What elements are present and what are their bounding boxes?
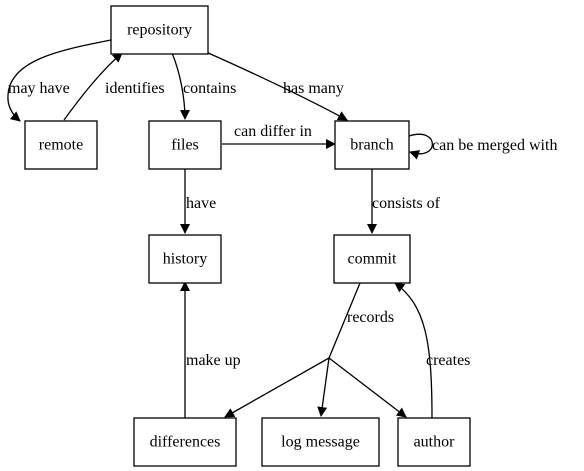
edge-label-make-up: make up (186, 352, 241, 369)
node-differences: differences (133, 417, 237, 467)
edge-consists-of: consists of (367, 168, 441, 234)
edge-label-creates: creates (426, 352, 470, 369)
edge-label-contains: contains (183, 80, 236, 97)
edge-label-can-differ-in: can differ in (234, 123, 312, 140)
node-remote: remote (24, 120, 98, 170)
node-label-files: files (171, 137, 199, 154)
edge-identifies: identifies (63, 52, 165, 121)
edge-have: have (180, 168, 216, 234)
node-label-branch: branch (350, 137, 394, 154)
edge-has-many: has many (205, 51, 348, 121)
edge-can-differ-in: can differ in (222, 123, 336, 149)
node-history: history (148, 234, 222, 284)
edge-contains: contains (171, 52, 236, 120)
edge-can-be-merged-with: can be merged with (408, 133, 557, 160)
edge-creates: creates (394, 282, 470, 419)
edge-label-may-have: may have (8, 80, 70, 97)
node-label-log-message: log message (281, 434, 360, 451)
node-commit: commit (333, 234, 411, 284)
node-files: files (148, 120, 222, 170)
node-label-differences: differences (150, 434, 221, 451)
node-label-author: author (414, 434, 456, 451)
node-branch: branch (334, 120, 410, 170)
node-label-commit: commit (348, 251, 397, 268)
edge-may-have: may have (7, 39, 112, 122)
node-label-remote: remote (39, 137, 83, 154)
edge-label-have: have (186, 195, 216, 212)
node-log-message: log message (261, 417, 380, 467)
edge-make-up: make up (180, 281, 241, 418)
edge-label-has-many: has many (283, 80, 344, 97)
node-author: author (397, 417, 471, 467)
node-label-history: history (163, 251, 207, 268)
edge-label-consists-of: consists of (372, 195, 441, 212)
edge-label-can-be-merged-with: can be merged with (432, 137, 557, 154)
edge-label-identifies: identifies (105, 80, 165, 97)
node-label-repository: repository (127, 22, 192, 39)
edge-label-records: records (347, 309, 394, 326)
edge-records: records (224, 282, 407, 418)
node-repository: repository (110, 5, 209, 55)
